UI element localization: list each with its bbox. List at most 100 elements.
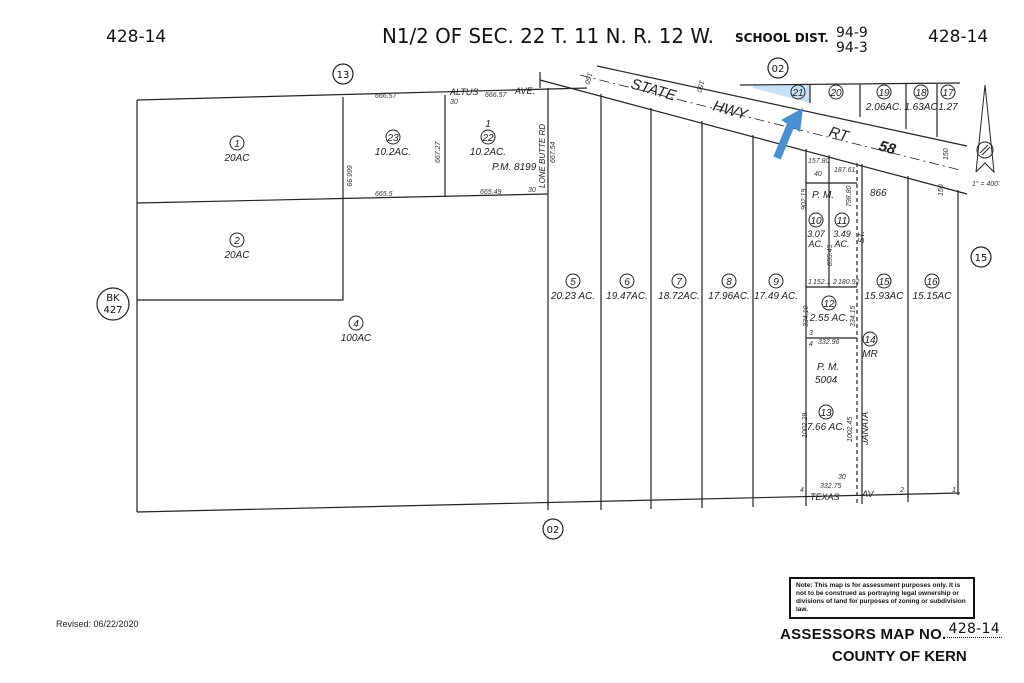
parcel-17[interactable]: 171.27 bbox=[938, 84, 958, 113]
parcel-11[interactable]: 113.49 AC. bbox=[830, 212, 854, 251]
dimension-label: 152.1 bbox=[813, 279, 831, 286]
parcel-circle bbox=[828, 84, 844, 100]
parcel-circle bbox=[924, 273, 940, 289]
dimension-label: 334.10 bbox=[803, 305, 810, 327]
disclaimer-note: Note: This map is for assessment purpose… bbox=[789, 577, 975, 619]
road-altus-ave: AVE. bbox=[514, 86, 535, 96]
dimension-label: 1 bbox=[952, 487, 956, 494]
parcel-21[interactable]: 21 bbox=[790, 84, 806, 100]
parcel-8[interactable]: 817.96AC. bbox=[708, 273, 750, 302]
parcel-area: 1.27 bbox=[938, 102, 958, 113]
parcel-number: 4 bbox=[353, 319, 359, 330]
dimension-label: 30 bbox=[450, 99, 458, 106]
dimension-label: 667.27 bbox=[435, 140, 442, 163]
parcel-circle bbox=[818, 404, 834, 420]
dimension-label: 334.15 bbox=[850, 305, 857, 327]
dimension-label: 1002.29 bbox=[802, 413, 809, 438]
parcel-number: 15 bbox=[878, 277, 890, 288]
map-number-right: 428-14 bbox=[928, 27, 988, 47]
dimension-label: 666.57 bbox=[375, 93, 398, 100]
dimension-label: 332.96 bbox=[818, 339, 840, 346]
parcel-9[interactable]: 917.49 AC. bbox=[754, 273, 798, 302]
dimension-label: 187.61 bbox=[834, 167, 856, 174]
dimension-label: 332.75 bbox=[820, 483, 842, 490]
parcel-circle bbox=[565, 273, 581, 289]
parcel-area: 2.06AC. bbox=[865, 102, 902, 113]
road-janata: JANATA bbox=[860, 412, 870, 446]
parcel-area: 10.2AC. bbox=[470, 147, 506, 158]
pm-866-number: 866 bbox=[870, 188, 887, 199]
pm-866-label: P. M. bbox=[812, 190, 834, 201]
parcel-10[interactable]: 103.07 AC. bbox=[804, 212, 828, 251]
dimension-label: 2 bbox=[899, 487, 904, 494]
parcel-number: 12 bbox=[823, 299, 835, 310]
parcel-circle bbox=[671, 273, 687, 289]
parcel-area: MR bbox=[862, 349, 878, 360]
parcel-6[interactable]: 619.47AC. bbox=[606, 273, 648, 302]
parcel-number: 14 bbox=[864, 335, 876, 346]
dimension-label: 150 bbox=[943, 148, 950, 160]
parcel-circle bbox=[834, 212, 850, 228]
parcel-circle bbox=[876, 273, 892, 289]
school-dist-1: 94-9 bbox=[836, 25, 868, 41]
road-hwy: HWY bbox=[711, 98, 750, 124]
parcel-number: 13 bbox=[820, 408, 832, 419]
parcel-area: 7.66 AC. bbox=[807, 422, 846, 433]
parcel-number: 20 bbox=[829, 88, 842, 99]
parcel-5[interactable]: 520.23 AC. bbox=[550, 273, 595, 302]
school-dist-label: SCHOOL DIST. bbox=[735, 31, 829, 45]
road-state: STATE bbox=[629, 76, 679, 105]
parcel-13[interactable]: 13 7.66 AC. bbox=[807, 404, 846, 433]
parcel-18[interactable]: 181.63AC bbox=[904, 84, 938, 113]
parcel-23[interactable]: 23 10.2AC. bbox=[375, 129, 411, 158]
assessors-map-label: ASSESSORS MAP NO. bbox=[780, 626, 947, 643]
dimension-label: 665.49 bbox=[480, 189, 502, 196]
parcel-circle bbox=[790, 84, 806, 100]
school-dist-2: 94-3 bbox=[836, 40, 868, 56]
road-altus: ALTUS bbox=[449, 87, 478, 97]
dimension-label: 855.45 bbox=[827, 244, 834, 266]
parcel-circle bbox=[229, 232, 245, 248]
adjacent-map-circles bbox=[96, 57, 992, 540]
dimension-label: 30 bbox=[528, 187, 536, 194]
north-arrow-icon bbox=[975, 84, 995, 174]
parcel-19[interactable]: 19 2.06AC. bbox=[865, 84, 902, 113]
scale-label: 1" = 400' bbox=[972, 181, 1000, 188]
location-arrow-icon bbox=[773, 108, 803, 160]
dimension-label: 180.92 bbox=[838, 279, 860, 286]
book-427: 427 bbox=[103, 305, 122, 316]
parcel-number: 19 bbox=[878, 88, 890, 99]
adjacent-02-north: 02 bbox=[772, 64, 785, 75]
parcel-circle bbox=[768, 273, 784, 289]
parcel-number: 23 bbox=[386, 133, 399, 144]
county-name: COUNTY OF KERN bbox=[832, 648, 967, 665]
dimension-label: 4 bbox=[809, 341, 813, 348]
parcel-area: 2.55 AC. bbox=[809, 313, 849, 324]
parcel-circle bbox=[876, 84, 892, 100]
pm-5004-label: P. M. bbox=[817, 362, 839, 373]
parcel-12[interactable]: 12 2.55 AC. bbox=[809, 295, 849, 324]
parcel-circle bbox=[385, 129, 401, 145]
dimension-label: 798.80 bbox=[846, 185, 853, 207]
dimension-label: 3 bbox=[809, 330, 813, 337]
dimension-label: 157.80 bbox=[808, 158, 830, 165]
parcel-area: 10.2AC. bbox=[375, 147, 411, 158]
dimension-label: 665.5 bbox=[375, 191, 393, 198]
dimension-label: 902.19 bbox=[801, 188, 808, 210]
parcel-20[interactable]: 20 bbox=[828, 84, 844, 100]
parcel-7[interactable]: 718.72AC. bbox=[658, 273, 700, 302]
parcel-number: 6 bbox=[624, 277, 630, 288]
map-title: N1/2 OF SEC. 22 T. 11 N. R. 12 W. bbox=[382, 24, 714, 48]
parcel-number: 10 bbox=[810, 216, 822, 227]
parcel-area: 17.49 AC. bbox=[754, 291, 798, 302]
road-lone-butte: LONE BUTTE RD bbox=[538, 124, 547, 188]
